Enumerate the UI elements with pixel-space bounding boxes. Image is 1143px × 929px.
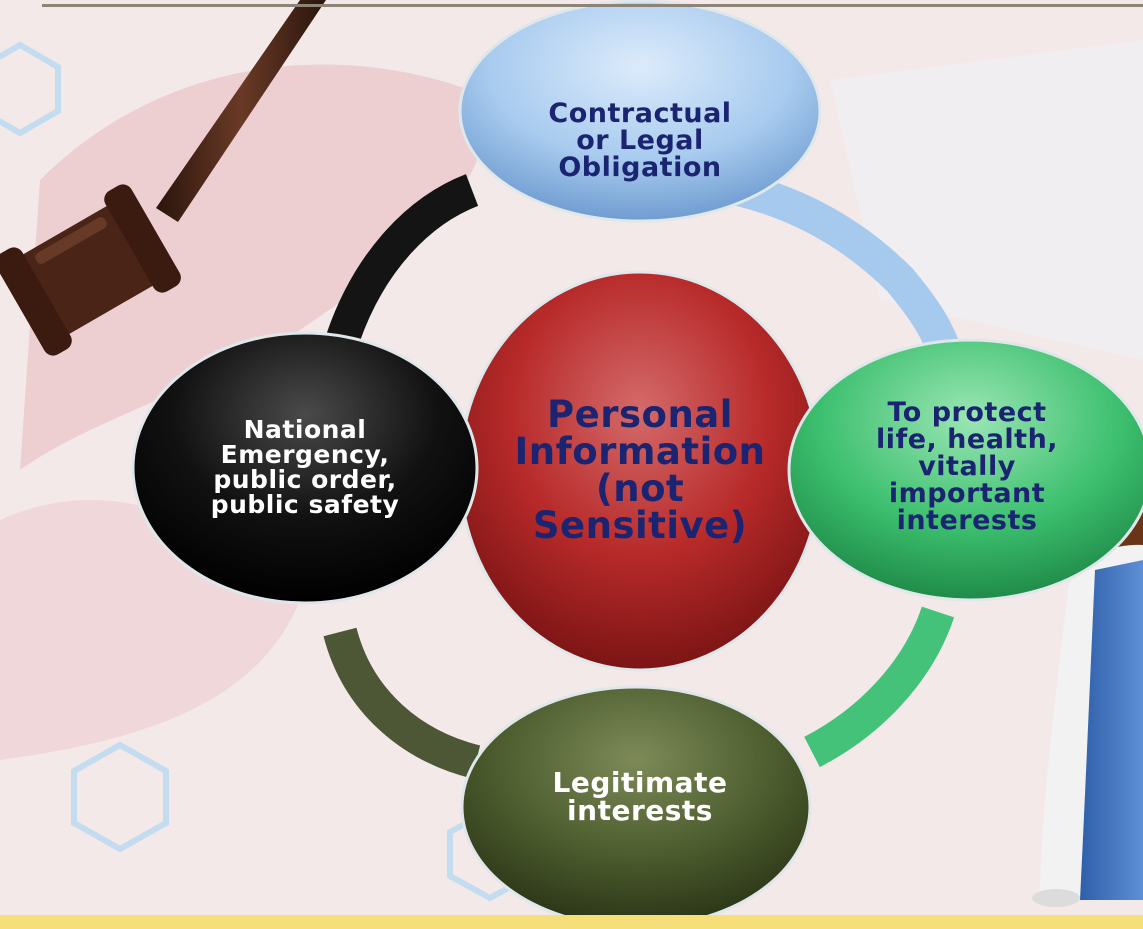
top-rule	[42, 4, 1143, 7]
ring-arc-left-top	[326, 174, 479, 344]
right-bubble	[787, 338, 1143, 602]
ring-arc-right-bottom	[804, 606, 955, 768]
gavel-image	[0, 0, 326, 356]
hexagon-outline-icon	[71, 741, 169, 853]
background-splash	[20, 64, 484, 470]
bottom-node-label: Legitimate interests	[552, 766, 728, 827]
right-label-box: To protect life, health, vitally importa…	[826, 376, 1108, 556]
bottom-label-box: Legitimate interests	[520, 754, 760, 840]
left-bubble	[131, 331, 479, 605]
top-label-box: Contractual or Legal Obligation	[500, 82, 780, 198]
center-label-box: Personal Information (not Sensitive)	[490, 380, 790, 560]
center-label: Personal Information (not Sensitive)	[514, 393, 766, 547]
ring-arc-bottom-left	[323, 627, 481, 779]
left-node-label: National Emergency, public order, public…	[210, 415, 400, 519]
hexagon-outline-icon	[0, 41, 61, 137]
top-bubble	[458, 0, 822, 223]
footer-band	[0, 915, 1143, 929]
top-node-label: Contractual or Legal Obligation	[548, 97, 732, 183]
left-label-box: National Emergency, public order, public…	[170, 392, 440, 542]
right-node-label: To protect life, health, vitally importa…	[875, 396, 1059, 536]
